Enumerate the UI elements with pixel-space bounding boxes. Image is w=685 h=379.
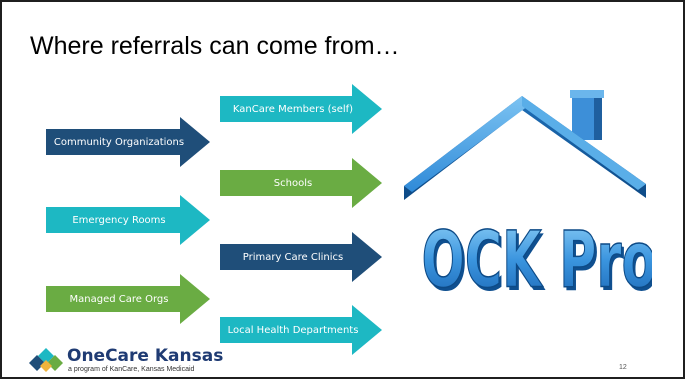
house-text-shadow: OCK Provider <box>424 219 652 309</box>
arrow-label: Community Organizations <box>53 136 185 148</box>
arrow-shape <box>46 274 210 324</box>
arrow-local-health-departments: Local Health Departments <box>220 305 382 355</box>
arrow-kancare-members-self: KanCare Members (self) <box>220 84 382 134</box>
ock-provider-house: OCK Provider OCK Provider <box>402 84 683 329</box>
onecare-kansas-logo: OneCare Kansas a program of KanCare, Kan… <box>29 346 229 376</box>
arrow-label: Local Health Departments <box>227 324 359 336</box>
logo-name: OneCare Kansas <box>67 346 224 366</box>
slide-title: Where referrals can come from… <box>30 32 400 60</box>
arrow-label: Primary Care Clinics <box>242 251 344 263</box>
arrow-label: Managed Care Orgs <box>69 293 169 305</box>
arrow-shape <box>46 195 210 245</box>
page-number: 12 <box>619 364 627 371</box>
arrow-shape <box>220 84 382 134</box>
arrow-shape <box>220 305 382 355</box>
logo-tagline: a program of KanCare, Kansas Medicaid <box>68 366 195 373</box>
arrow-shape <box>220 232 382 282</box>
arrow-shape <box>46 117 210 167</box>
arrow-managed-care-orgs: Managed Care Orgs <box>46 274 210 324</box>
arrow-label: Schools <box>273 177 313 189</box>
arrow-emergency-rooms: Emergency Rooms <box>46 195 210 245</box>
arrow-shape <box>220 158 382 208</box>
arrow-schools: Schools <box>220 158 382 208</box>
house-text: OCK Provider <box>422 216 652 306</box>
logo-diamond-icon <box>29 348 63 372</box>
arrow-primary-care-clinics: Primary Care Clinics <box>220 232 382 282</box>
arrow-label: KanCare Members (self) <box>232 103 354 115</box>
arrow-label: Emergency Rooms <box>72 214 166 226</box>
house-roof-graphic: OCK Provider OCK Provider <box>404 90 683 309</box>
arrow-community-organizations: Community Organizations <box>46 117 210 167</box>
